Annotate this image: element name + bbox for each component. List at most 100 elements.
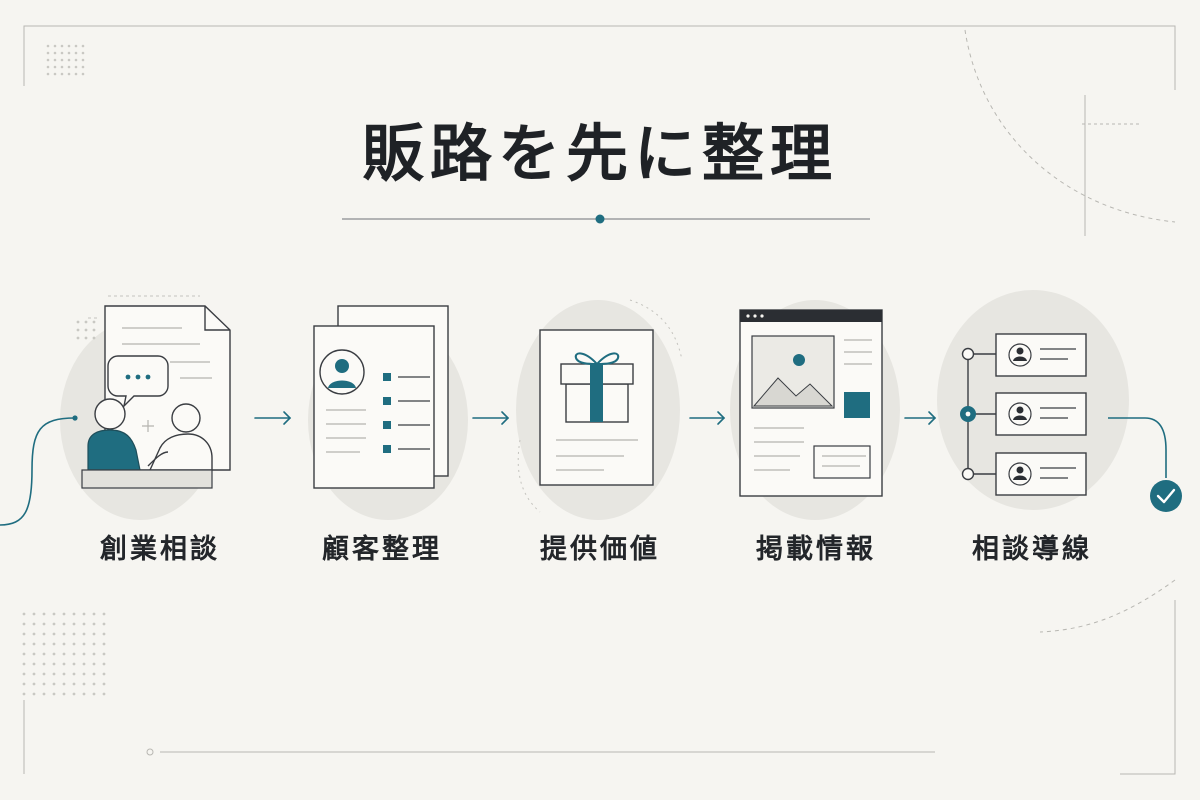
grid-dot	[62, 672, 66, 676]
grid-dot	[22, 612, 26, 616]
grid-dot	[32, 622, 36, 626]
grid-dot	[62, 622, 66, 626]
grid-dot	[62, 642, 66, 646]
grid-dot	[60, 44, 64, 48]
grid-dot	[72, 652, 76, 656]
grid-dot	[92, 632, 96, 636]
grid-dot	[74, 72, 78, 76]
grid-dot	[102, 612, 106, 616]
grid-dot	[53, 65, 57, 69]
grid-dot	[42, 682, 46, 686]
grid-dot	[72, 612, 76, 616]
web-page-icon	[739, 309, 883, 497]
grid-dot	[52, 692, 56, 696]
grid-dot	[82, 612, 86, 616]
grid-dot	[22, 642, 26, 646]
grid-dot	[32, 662, 36, 666]
grid-dot	[82, 672, 86, 676]
grid-dot	[72, 662, 76, 666]
entry-flow-dot	[72, 415, 78, 421]
grid-dot	[82, 682, 86, 686]
grid-dot	[22, 662, 26, 666]
grid-dot	[46, 44, 50, 48]
grid-dot	[22, 692, 26, 696]
grid-dot	[102, 682, 106, 686]
grid-dot	[82, 632, 86, 636]
grid-dot	[60, 72, 64, 76]
step-label-value-proposition: 提供価値	[540, 534, 660, 565]
grid-dot	[32, 682, 36, 686]
grid-dot	[52, 622, 56, 626]
arrow-4-to-5	[904, 411, 937, 425]
step-label-listing-info: 掲載情報	[756, 534, 876, 565]
grid-dot	[42, 652, 46, 656]
flow-arrows	[254, 411, 937, 425]
check-icon	[1150, 480, 1182, 512]
grid-dot	[92, 672, 96, 676]
grid-dot	[81, 65, 85, 69]
title-underline	[342, 214, 870, 224]
step-label-customer-organization: 顧客整理	[322, 534, 442, 565]
grid-dot	[72, 692, 76, 696]
grid-dot	[67, 51, 71, 55]
grid-dot	[62, 682, 66, 686]
grid-dot	[52, 682, 56, 686]
grid-dot	[32, 642, 36, 646]
grid-dot	[92, 692, 96, 696]
grid-dot	[82, 622, 86, 626]
grid-dot	[46, 72, 50, 76]
grid-dot	[72, 632, 76, 636]
dot-grid-bottom-left	[22, 612, 106, 696]
grid-dot	[46, 65, 50, 69]
grid-dot	[67, 65, 71, 69]
grid-dot	[72, 622, 76, 626]
grid-dot	[81, 51, 85, 55]
entry-flow-line	[0, 417, 76, 526]
grid-dot	[102, 662, 106, 666]
exit-flow-line	[1108, 417, 1167, 478]
grid-dot	[53, 72, 57, 76]
grid-dot	[42, 692, 46, 696]
grid-dot	[46, 58, 50, 62]
grid-dot	[92, 652, 96, 656]
grid-dot	[67, 58, 71, 62]
grid-dot	[46, 51, 50, 55]
grid-dot	[82, 692, 86, 696]
grid-dot	[42, 612, 46, 616]
grid-dot	[92, 682, 96, 686]
grid-dot	[74, 58, 78, 62]
step-label-consultation: 創業相談	[100, 534, 220, 565]
grid-dot	[60, 58, 64, 62]
grid-dot	[62, 632, 66, 636]
grid-dot	[102, 622, 106, 626]
grid-dot	[81, 44, 85, 48]
grid-dot	[52, 672, 56, 676]
grid-dot	[32, 612, 36, 616]
grid-dot	[32, 692, 36, 696]
grid-dot	[92, 642, 96, 646]
grid-dot	[62, 652, 66, 656]
grid-dot	[92, 612, 96, 616]
grid-dot	[22, 672, 26, 676]
grid-dot	[74, 44, 78, 48]
grid-dot	[42, 662, 46, 666]
grid-dot	[82, 642, 86, 646]
grid-dot	[74, 51, 78, 55]
grid-dot	[74, 65, 78, 69]
grid-dot	[42, 672, 46, 676]
grid-dot	[81, 58, 85, 62]
grid-dot	[102, 692, 106, 696]
grid-dot	[52, 612, 56, 616]
grid-dot	[53, 51, 57, 55]
diagram-title: 販路を先に整理	[361, 117, 838, 190]
step-label-contact-flow: 相談導線	[972, 534, 1092, 565]
grid-dot	[72, 642, 76, 646]
grid-dot	[42, 622, 46, 626]
grid-dot	[92, 622, 96, 626]
grid-dot	[62, 662, 66, 666]
grid-dot	[102, 632, 106, 636]
dot-grid-top-left	[46, 44, 85, 76]
grid-dot	[22, 632, 26, 636]
grid-dot	[32, 652, 36, 656]
